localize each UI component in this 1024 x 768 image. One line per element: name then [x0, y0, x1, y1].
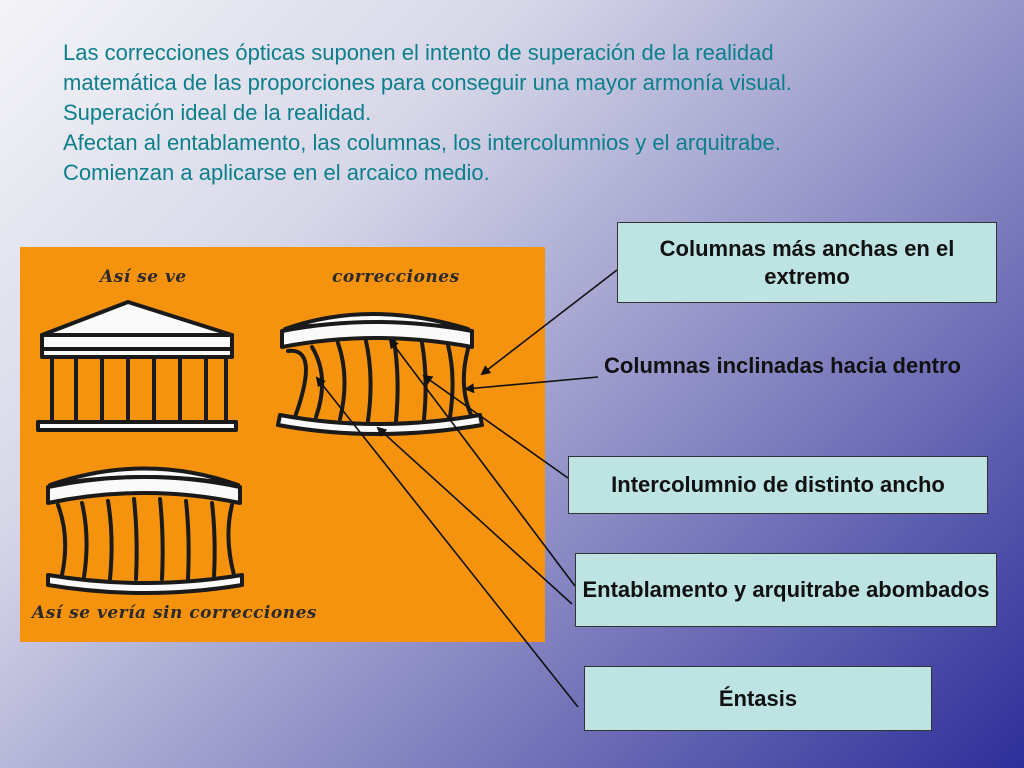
label-without-corrections: Así se vería sin correcciones: [32, 603, 317, 623]
label-box-intercolumnio: Intercolumnio de distinto ancho: [568, 456, 988, 514]
intro-text: Las correcciones ópticas suponen el inte…: [63, 38, 963, 188]
temple-as-seen: [36, 300, 238, 432]
label-box-entasis: Éntasis: [584, 666, 932, 731]
label-columnas-anchas: Columnas más anchas en el extremo: [659, 235, 955, 289]
temple-drawings: [36, 300, 484, 595]
intro-line-3: Superación ideal de la realidad.: [63, 100, 372, 125]
label-entasis: Éntasis: [718, 685, 798, 711]
label-as-seen: Así se ve: [100, 267, 187, 287]
intro-line-5: Comienzan a aplicarse en el arcaico medi…: [63, 160, 490, 185]
intro-line-2: matemática de las proporciones para cons…: [63, 70, 792, 95]
label-entablamento: Entablamento y arquitrabe abombados: [582, 577, 990, 602]
temple-illustration: Así se ve correcciones Así se vería sin …: [20, 247, 545, 642]
label-box-entablamento: Entablamento y arquitrabe abombados: [575, 553, 997, 627]
label-intercolumnio: Intercolumnio de distinto ancho: [611, 472, 945, 497]
intro-line-4: Afectan al entablamento, las columnas, l…: [63, 130, 781, 155]
temple-without-corrections: [46, 466, 244, 595]
label-columnas-inclinadas: Columnas inclinadas hacia dentro: [604, 353, 961, 378]
label-corrections: correcciones: [332, 267, 460, 287]
label-box-columnas-anchas: Columnas más anchas en el extremo: [617, 222, 997, 303]
intro-line-1: Las correcciones ópticas suponen el inte…: [63, 40, 774, 65]
temple-with-corrections: [276, 312, 484, 436]
